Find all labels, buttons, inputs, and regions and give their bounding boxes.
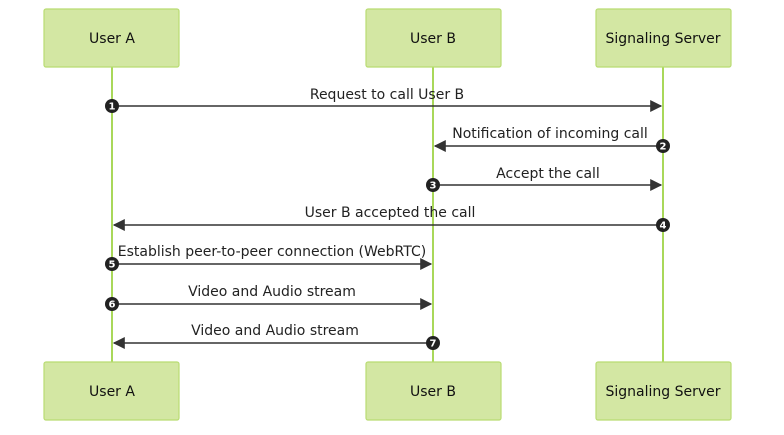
- message-2-label: Notification of incoming call: [452, 126, 648, 142]
- message-5-badge: [105, 257, 119, 271]
- actor-bottom-user-b-label: User B: [410, 384, 456, 400]
- actor-top-user-a: User A: [43, 8, 180, 68]
- message-4-number: 4: [660, 221, 667, 232]
- message-6: Video and Audio stream 6: [105, 284, 433, 311]
- message-6-number: 6: [109, 300, 116, 311]
- message-2-badge: [656, 139, 670, 153]
- message-4: User B accepted the call 4: [112, 205, 670, 232]
- message-7: Video and Audio stream 7: [112, 323, 440, 350]
- message-1-badge: [105, 99, 119, 113]
- message-6-label: Video and Audio stream: [188, 284, 356, 300]
- actor-top-user-b: User B: [365, 8, 502, 68]
- message-3-number: 3: [430, 181, 437, 192]
- message-1: Request to call User B 1: [105, 87, 663, 113]
- message-4-label: User B accepted the call: [305, 205, 476, 221]
- message-7-number: 7: [430, 339, 437, 350]
- message-7-badge: [426, 336, 440, 350]
- actor-bottom-user-a-label: User A: [89, 384, 135, 400]
- actor-bottom-signaling-server-label: Signaling Server: [605, 384, 720, 400]
- actor-top-signaling-server-label: Signaling Server: [605, 31, 720, 47]
- message-1-label: Request to call User B: [310, 87, 464, 103]
- message-5-label: Establish peer-to-peer connection (WebRT…: [118, 244, 426, 260]
- actor-top-user-b-label: User B: [410, 31, 456, 47]
- message-3-label: Accept the call: [496, 166, 600, 182]
- actor-bottom-user-b: User B: [365, 361, 502, 421]
- actor-bottom-signaling-server: Signaling Server: [595, 361, 732, 421]
- message-6-badge: [105, 297, 119, 311]
- message-7-label: Video and Audio stream: [191, 323, 359, 339]
- actor-top-user-a-label: User A: [89, 31, 135, 47]
- message-5: Establish peer-to-peer connection (WebRT…: [105, 244, 433, 271]
- message-2-number: 2: [660, 142, 667, 153]
- message-4-badge: [656, 218, 670, 232]
- actor-bottom-user-a: User A: [43, 361, 180, 421]
- message-3: Accept the call 3: [426, 166, 663, 192]
- actor-top-signaling-server: Signaling Server: [595, 8, 732, 68]
- message-5-number: 5: [109, 260, 116, 271]
- message-1-number: 1: [109, 102, 116, 113]
- message-2: Notification of incoming call 2: [433, 126, 670, 153]
- message-3-badge: [426, 178, 440, 192]
